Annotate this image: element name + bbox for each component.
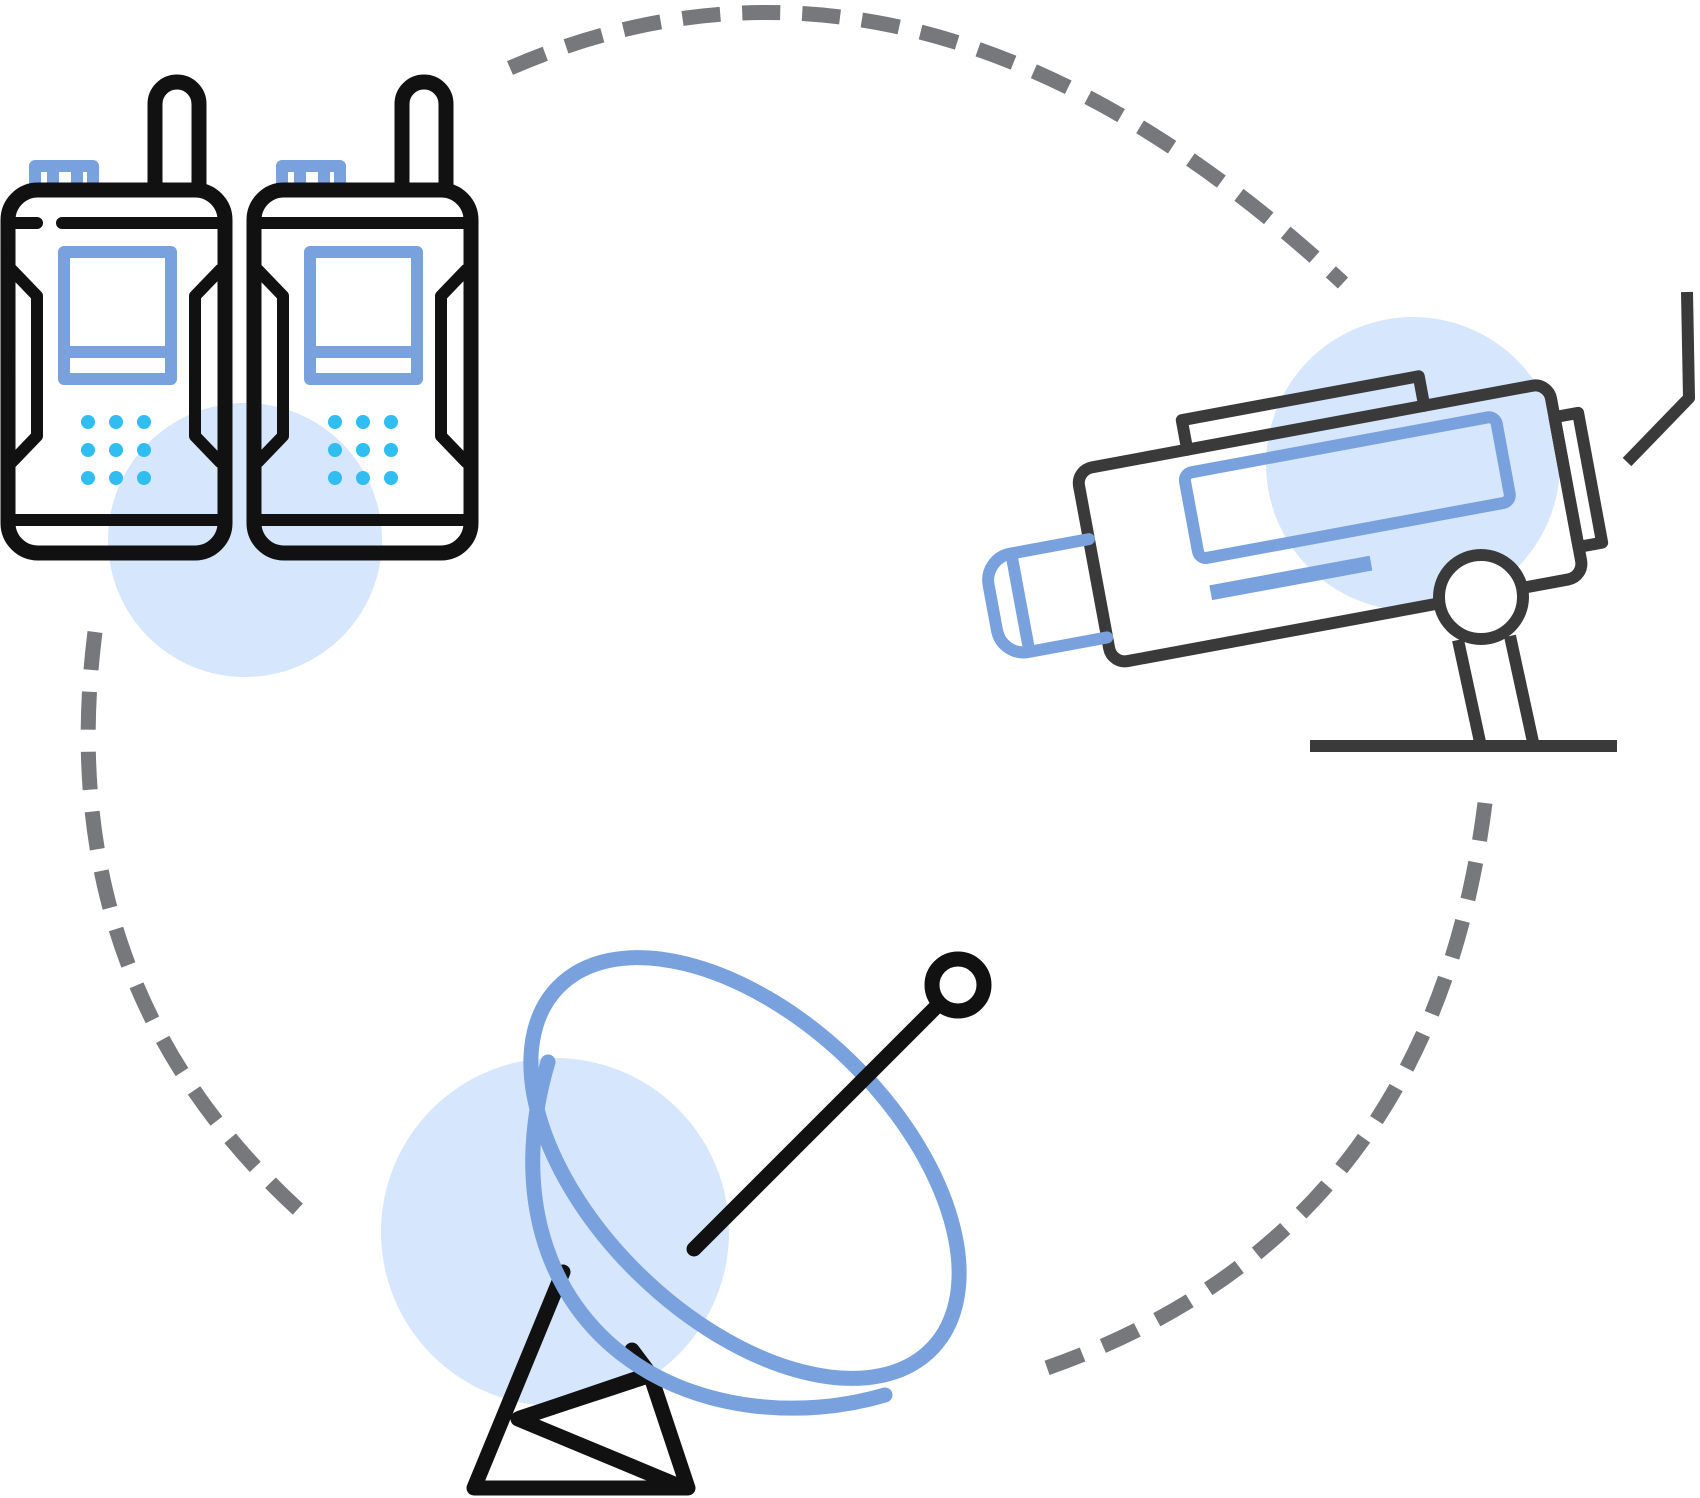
walkie-talkie-left	[0, 74, 233, 561]
dish-stand-brace	[512, 1368, 656, 1426]
connector-arc-left	[80, 631, 308, 1219]
speaker-grille-icon	[81, 415, 151, 485]
body	[246, 182, 479, 561]
dish-feed-arm	[686, 997, 946, 1257]
walkie-talkie-backdrop	[108, 403, 382, 677]
camera-handle	[1175, 370, 1431, 456]
tripod-pivot	[1433, 549, 1529, 645]
camera-stripe	[1209, 555, 1373, 601]
side-grip-right	[189, 264, 226, 468]
camera-lens-ring	[1005, 549, 1036, 656]
speaker-grille-icon	[328, 415, 398, 485]
connector-arc-top	[507, 5, 1349, 289]
cycle-connectors	[80, 5, 1493, 1380]
display-screen	[304, 246, 423, 385]
display-screen	[58, 246, 177, 385]
walkie-talkie-pair-icon	[0, 74, 479, 677]
side-grip-right	[435, 264, 472, 468]
video-camera-icon	[982, 291, 1695, 752]
camera-display	[1178, 411, 1516, 564]
walkie-talkie-right	[246, 74, 479, 561]
side-grip-left	[6, 264, 43, 468]
dish-bowl	[525, 1054, 893, 1416]
antenna	[147, 74, 207, 198]
camera-antenna	[1622, 291, 1695, 467]
camera-rear-mount	[1548, 406, 1609, 554]
antenna	[394, 74, 454, 198]
dish-feed-horn	[924, 951, 992, 1019]
connector-arc-right	[1032, 802, 1493, 1380]
side-grip-left	[252, 264, 289, 468]
camera-lens	[982, 533, 1114, 659]
body	[0, 182, 233, 561]
satellite-dish-icon	[381, 950, 992, 1496]
tripod-stand	[1452, 634, 1539, 744]
dish-rim	[523, 950, 967, 1386]
satellite-dish-backdrop	[381, 1058, 729, 1406]
